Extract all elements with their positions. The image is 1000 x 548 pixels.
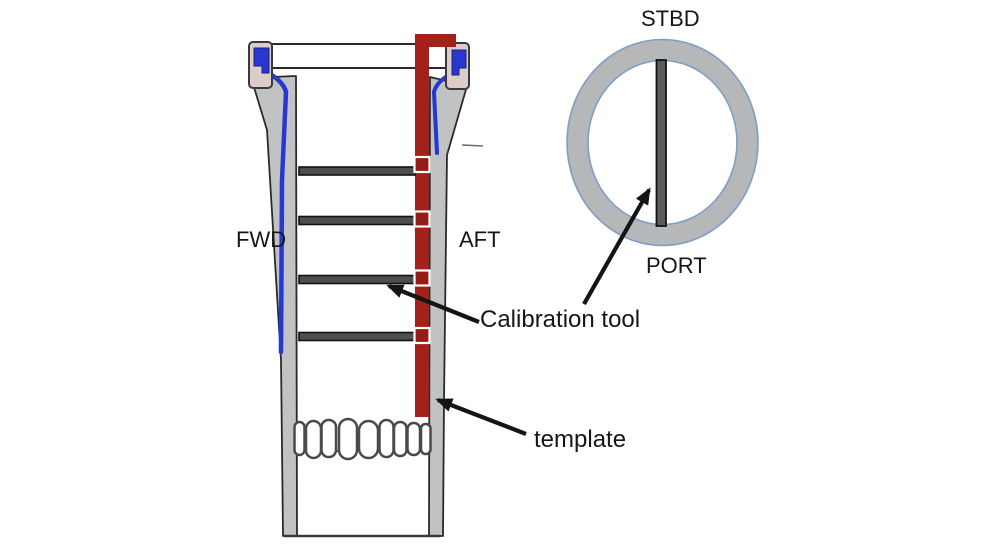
template-top-view-bar (655, 59, 667, 227)
top-view (566, 38, 759, 247)
seal-profile-aft-icon (451, 49, 467, 76)
calibration-tool-bar-1 (298, 166, 416, 176)
roller-2 (304, 419, 323, 460)
calibration-tool-bar-3 (298, 274, 416, 285)
calibration-tool-arrow-top (582, 187, 651, 306)
roller-row (293, 417, 432, 461)
template-window-4 (413, 326, 431, 345)
calibration-tool-bar-4 (298, 331, 416, 342)
tube-wall-fwd (252, 75, 298, 537)
roller-1 (293, 420, 306, 457)
roller-6 (378, 418, 395, 459)
template-window-3 (413, 269, 431, 287)
stbd-label: STBD (641, 6, 700, 31)
annotation-arrows (386, 187, 651, 436)
fwd-label: FWD (236, 227, 287, 252)
calibration-tool-label: Calibration tool (480, 306, 641, 333)
pipe-stub-line (461, 144, 484, 147)
tube-wall-aft (428, 76, 468, 537)
roller-8 (406, 421, 422, 457)
launcher-top-rim (258, 43, 468, 69)
template-window-2 (413, 210, 431, 228)
port-label: PORT (646, 253, 707, 278)
roller-3 (320, 418, 338, 459)
side-view (248, 34, 484, 538)
roller-5 (357, 419, 380, 460)
roller-7 (392, 420, 408, 458)
roller-4 (337, 417, 359, 461)
calibration-tool-arrow-side (386, 284, 480, 324)
template-label: template (534, 426, 627, 453)
template-window-1 (413, 155, 431, 174)
calibration-tool-bar-2 (298, 215, 416, 226)
template-arrow (435, 398, 527, 436)
roller-9 (419, 422, 432, 456)
aft-label: AFT (459, 227, 501, 252)
template-strip (415, 34, 456, 417)
seal-profile-fwd-icon (253, 47, 270, 74)
